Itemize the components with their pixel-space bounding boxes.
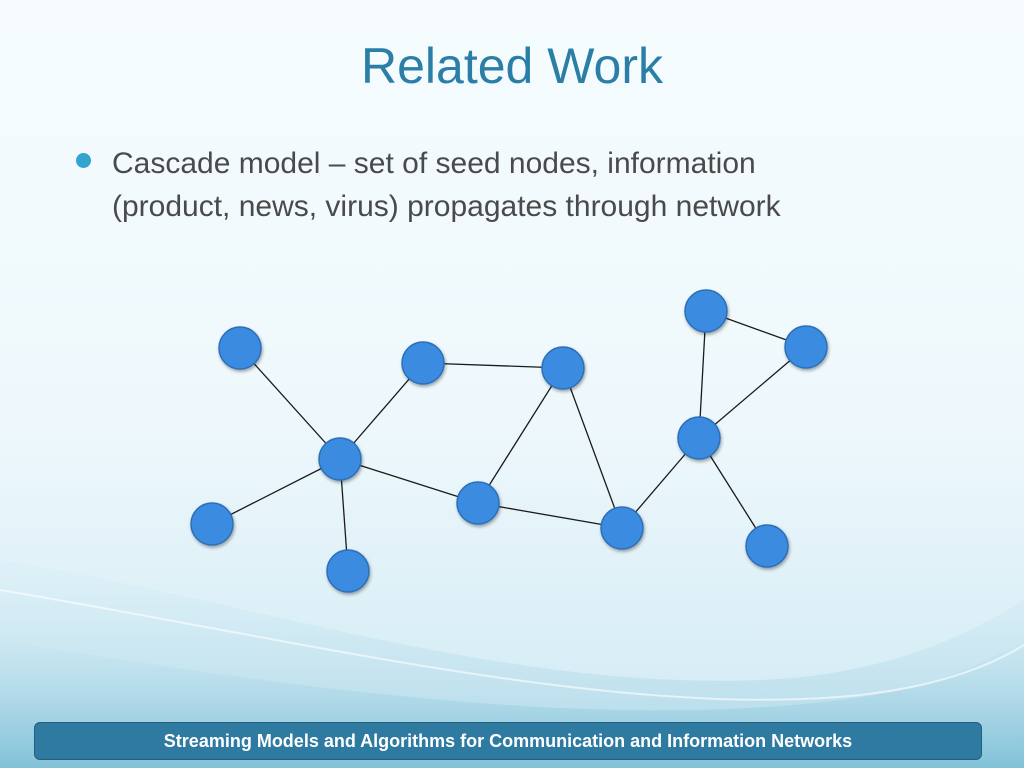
bullet-item: Cascade model – set of seed nodes, infor…	[76, 142, 976, 228]
bullet-list: Cascade model – set of seed nodes, infor…	[76, 142, 976, 228]
footer-text: Streaming Models and Algorithms for Comm…	[163, 730, 853, 751]
bullet-line-1: Cascade model – set of seed nodes, infor…	[112, 147, 756, 180]
bullet-line-2: (product, news, virus) propagates throug…	[112, 190, 781, 223]
network-node-h	[326, 549, 370, 593]
network-edge-j-k	[698, 346, 807, 439]
network-edge-c-g	[562, 367, 623, 529]
network-node-g	[600, 506, 644, 550]
network-edge-f-g	[477, 502, 623, 529]
network-node-i	[684, 289, 728, 333]
nodes-layer	[190, 289, 828, 593]
footer-bar: Streaming Models and Algorithms for Comm…	[34, 722, 982, 760]
network-node-j	[677, 416, 721, 460]
network-node-d	[318, 437, 362, 481]
bullet-dot-icon	[76, 153, 91, 168]
network-node-e	[190, 502, 234, 546]
slide-title: Related Work	[361, 38, 663, 94]
network-edge-b-c	[422, 362, 564, 369]
network-node-k	[784, 325, 828, 369]
network-edge-d-f	[339, 458, 479, 504]
network-node-a	[218, 326, 262, 370]
network-edge-c-f	[477, 367, 564, 504]
network-node-m	[745, 524, 789, 568]
network-node-f	[456, 481, 500, 525]
network-edge-d-e	[211, 458, 341, 525]
network-node-c	[541, 346, 585, 390]
network-edge-a-d	[239, 347, 341, 460]
network-node-b	[401, 341, 445, 385]
